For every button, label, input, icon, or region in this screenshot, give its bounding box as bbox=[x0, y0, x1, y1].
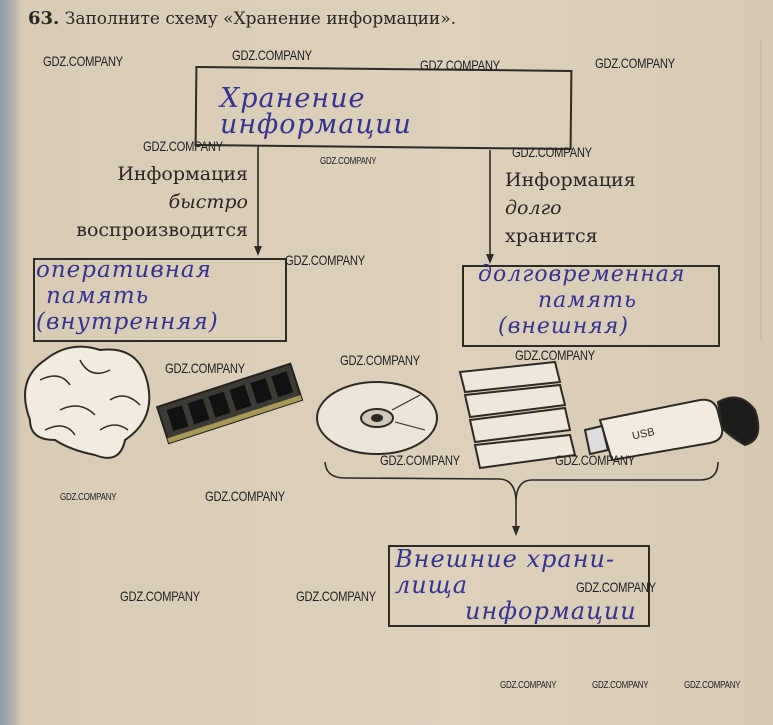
bottom-answer: Внешние храни- лища информации bbox=[395, 546, 637, 624]
cd-disc-icon bbox=[316, 381, 438, 455]
right-answer: долговременная память (внешняя) bbox=[478, 262, 685, 340]
left-arrowhead bbox=[254, 246, 262, 256]
watermark: GDZ.COMPANY bbox=[60, 492, 117, 503]
watermark: GDZ.COMPANY bbox=[120, 588, 200, 604]
watermark: GDZ.COMPANY bbox=[340, 352, 420, 368]
right-label-line3: хранится bbox=[505, 225, 598, 247]
show-through-text bbox=[600, 40, 762, 340]
right-arrowhead bbox=[486, 254, 494, 264]
right-answer-line2: память bbox=[538, 288, 637, 313]
root-answer: Хранение информации bbox=[220, 83, 412, 140]
left-box bbox=[33, 258, 287, 342]
right-answer-line3: (внешняя) bbox=[498, 314, 629, 339]
watermark: GDZ.COMPANY bbox=[296, 588, 376, 604]
left-answer-line1: оперативная bbox=[36, 257, 212, 283]
watermark: GDZ.COMPANY bbox=[320, 156, 377, 167]
usb-label: USB bbox=[631, 426, 656, 442]
bottom-answer-line1: Внешние храни- bbox=[395, 545, 616, 573]
watermark: GDZ.COMPANY bbox=[500, 680, 557, 691]
left-answer-line2: память bbox=[46, 283, 150, 309]
watermark: GDZ.COMPANY bbox=[515, 347, 595, 363]
watermark: GDZ.COMPANY bbox=[684, 680, 741, 691]
left-answer: оперативная память (внутренняя) bbox=[36, 257, 219, 335]
watermark: GDZ.COMPANY bbox=[205, 488, 285, 504]
right-label-line2: долго bbox=[505, 197, 562, 219]
watermark: GDZ.COMPANY bbox=[555, 452, 635, 468]
bottom-answer-line2: лища bbox=[395, 571, 469, 599]
watermark: GDZ.COMPANY bbox=[512, 144, 592, 160]
bottom-box bbox=[388, 545, 650, 627]
watermark: GDZ.COMPANY bbox=[595, 55, 675, 71]
left-label-line1: Информация bbox=[117, 163, 248, 185]
watermark: GDZ.COMPANY bbox=[420, 57, 500, 73]
bottom-arrowhead bbox=[512, 526, 520, 536]
task-title: 63. Заполните схему «Хранение информации… bbox=[28, 8, 456, 29]
watermark: GDZ.COMPANY bbox=[43, 53, 123, 69]
watermark: GDZ.COMPANY bbox=[285, 252, 365, 268]
watermark: GDZ.COMPANY bbox=[143, 138, 223, 154]
bottom-answer-line3: информации bbox=[465, 597, 637, 625]
right-answer-line1: долговременная bbox=[478, 262, 686, 287]
right-box bbox=[462, 265, 720, 347]
watermark: GDZ.COMPANY bbox=[592, 680, 649, 691]
right-label-line1: Информация bbox=[505, 169, 636, 191]
brain-icon bbox=[24, 345, 151, 459]
watermark: GDZ.COMPANY bbox=[165, 360, 245, 376]
watermark: GDZ.COMPANY bbox=[380, 452, 460, 468]
watermark: GDZ.COMPANY bbox=[576, 579, 656, 595]
books-icon bbox=[458, 360, 577, 470]
ram-module-icon bbox=[155, 362, 304, 445]
left-answer-line3: (внутренняя) bbox=[36, 309, 219, 335]
left-label: Информация быстро воспроизводится bbox=[40, 160, 248, 244]
task-number: 63. bbox=[28, 8, 60, 29]
right-label: Информация долго хранится bbox=[505, 166, 636, 250]
usb-flash-drive-icon bbox=[583, 396, 760, 462]
watermark: GDZ.COMPANY bbox=[232, 47, 312, 63]
left-label-line2: быстро bbox=[168, 191, 248, 213]
task-text: Заполните схему «Хранение информации». bbox=[64, 9, 457, 29]
left-label-line3: воспроизводится bbox=[76, 219, 248, 241]
